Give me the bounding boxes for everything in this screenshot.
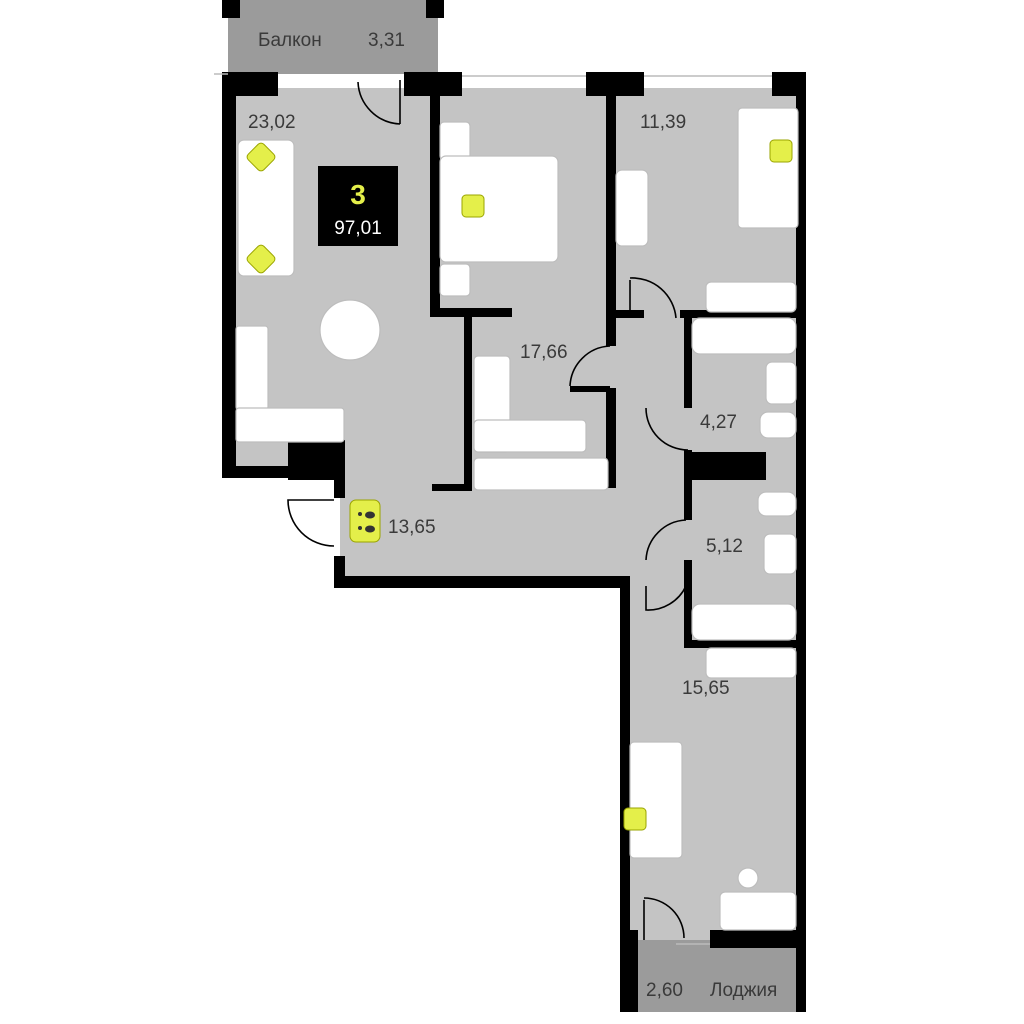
summary-badge: [318, 166, 398, 246]
bedroom-south-area: 15,65: [682, 678, 730, 699]
loggia-name: Лоджия: [710, 980, 777, 1001]
bedroom-small-area: 11,39: [640, 112, 686, 133]
balcony-area: 3,31: [368, 30, 405, 51]
doors[interactable]: [287, 80, 689, 940]
entrance-mat-icon: [349, 499, 381, 543]
bathroom-2-area: 5,12: [706, 536, 743, 557]
hallway-area: 13,65: [388, 517, 436, 538]
bedroom-master-area: 17,66: [520, 342, 568, 363]
rooms-count: 3: [350, 179, 366, 210]
balcony-name: Балкон: [258, 30, 322, 51]
balcony-floor[interactable]: [228, 0, 438, 74]
living-kitchen-area: 23,02: [248, 112, 296, 133]
windows: [214, 73, 772, 945]
loggia-floor[interactable]: [634, 940, 798, 1012]
loggia-area: 2,60: [646, 980, 683, 1001]
bathroom-1-area: 4,27: [700, 412, 737, 433]
pillow-icons: [246, 139, 793, 831]
walls: [222, 0, 806, 1012]
total-area: 97,01: [334, 218, 382, 239]
footprints-icon: [358, 511, 375, 533]
